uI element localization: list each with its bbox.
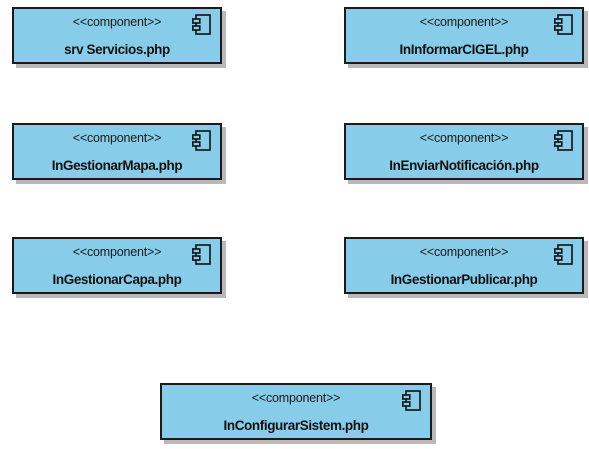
component-icon xyxy=(554,244,574,266)
component-name: InGestionarPublicar.php xyxy=(390,272,538,287)
component-stereotype: <<component>> xyxy=(251,391,341,405)
component-name: InInformarCIGEL.php xyxy=(399,42,529,57)
component-icon xyxy=(192,130,212,152)
component-stereotype: <<component>> xyxy=(72,131,162,145)
component-name: srv Servicios.php xyxy=(64,42,170,57)
component-stereotype: <<component>> xyxy=(72,245,162,259)
component-configurar-sistem[interactable]: <<component>> InConfigurarSistem.php xyxy=(160,383,432,440)
component-gestionar-capa[interactable]: <<component>> InGestionarCapa.php xyxy=(12,237,222,294)
component-icon xyxy=(402,390,422,412)
component-name: InGestionarCapa.php xyxy=(52,272,182,287)
component-icon xyxy=(554,130,574,152)
component-enviar-notificacion[interactable]: <<component>> InEnviarNotificación.php xyxy=(344,123,584,180)
component-gestionar-publicar[interactable]: <<component>> InGestionarPublicar.php xyxy=(344,237,584,294)
component-stereotype: <<component>> xyxy=(72,15,162,29)
component-srv-servicios[interactable]: <<component>> srv Servicios.php xyxy=(12,7,222,64)
component-stereotype: <<component>> xyxy=(419,15,509,29)
component-gestionar-mapa[interactable]: <<component>> InGestionarMapa.php xyxy=(12,123,222,180)
component-name: InEnviarNotificación.php xyxy=(389,158,539,173)
component-stereotype: <<component>> xyxy=(419,131,509,145)
component-icon xyxy=(554,14,574,36)
component-name: InGestionarMapa.php xyxy=(51,158,183,173)
component-icon xyxy=(192,244,212,266)
component-name: InConfigurarSistem.php xyxy=(223,418,369,433)
component-stereotype: <<component>> xyxy=(419,245,509,259)
component-informar-cigel[interactable]: <<component>> InInformarCIGEL.php xyxy=(344,7,584,64)
component-icon xyxy=(192,14,212,36)
